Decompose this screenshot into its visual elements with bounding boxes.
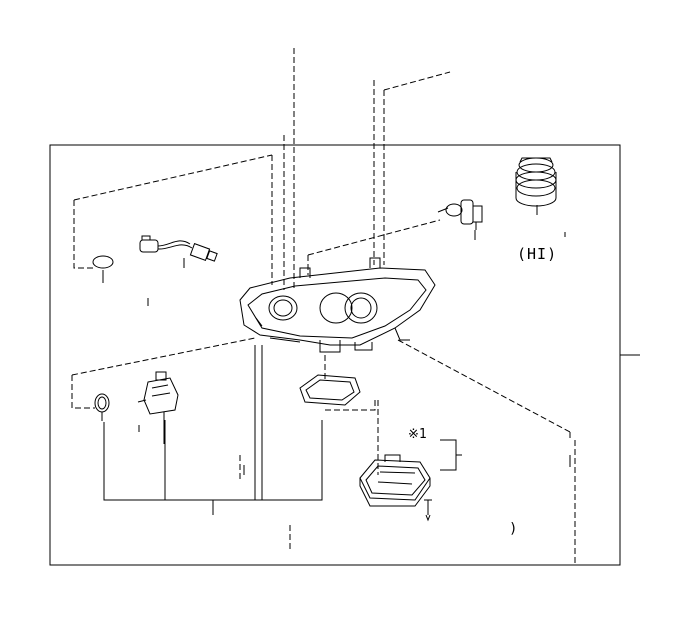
paren-label: )	[509, 521, 518, 537]
leveling-actuator-part	[138, 372, 178, 414]
grommet-part	[93, 256, 113, 268]
hi-cover-part	[516, 158, 556, 206]
seal-ring-part	[95, 394, 109, 412]
headlamp-assembly	[240, 258, 435, 352]
ballast-computer-part	[360, 455, 430, 506]
bulb-socket-wire-part	[140, 236, 217, 261]
part-callout-ticks	[102, 205, 570, 475]
lower-leader-lines	[72, 338, 575, 565]
note-marker-label: ※1	[408, 427, 427, 442]
upper-leader-lines	[74, 48, 450, 290]
hi-bulb-part	[438, 200, 482, 230]
bracket-lines	[104, 345, 462, 515]
screw-part	[424, 500, 432, 520]
hi-bulb-label: (HI)	[517, 245, 558, 263]
gasket-part	[300, 375, 360, 405]
diagram-frame	[50, 145, 640, 565]
